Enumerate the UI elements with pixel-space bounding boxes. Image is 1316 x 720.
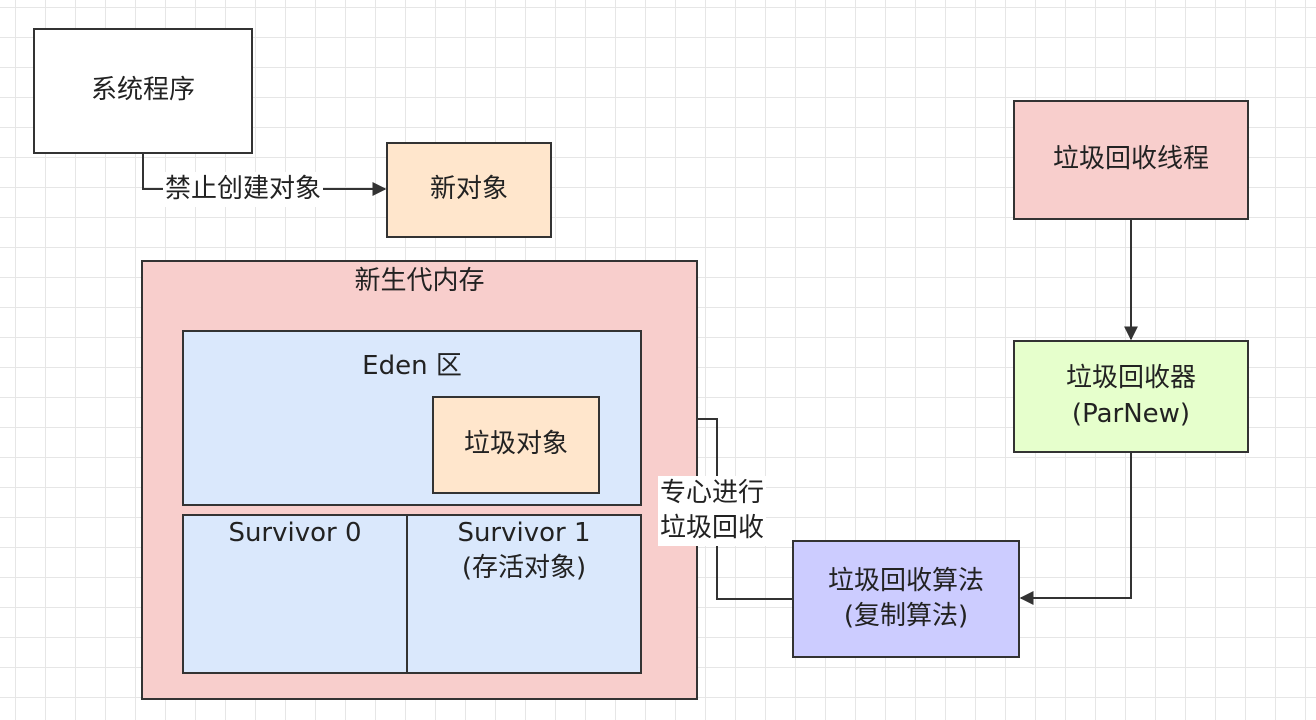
survivor1-label: Survivor 1 (存活对象): [457, 518, 591, 584]
dedicated-edge-label: 专心进行 垃圾回收: [658, 476, 767, 547]
algorithm-node: 垃圾回收算法 (复制算法): [792, 540, 1020, 658]
collector-label: 垃圾回收器 (ParNew): [1065, 363, 1196, 429]
gc-thread-label: 垃圾回收线程: [1052, 144, 1209, 175]
survivor0-region: Survivor 0: [182, 514, 408, 674]
eden-label: Eden 区: [362, 351, 462, 381]
new-object-label: 新对象: [429, 174, 508, 205]
system-program-label: 系统程序: [90, 75, 195, 106]
garbage-object-node: 垃圾对象: [432, 396, 600, 494]
edge-collector-to-algorithm: [1019, 452, 1132, 605]
forbid-edge-label: 禁止创建对象: [163, 172, 324, 208]
new-object-node: 新对象: [386, 142, 552, 238]
collector-node: 垃圾回收器 (ParNew): [1013, 340, 1249, 453]
system-program-node: 系统程序: [33, 28, 253, 154]
gc-thread-node: 垃圾回收线程: [1013, 100, 1249, 220]
young-gen-label: 新生代内存: [354, 266, 485, 296]
survivor0-label: Survivor 0: [228, 518, 362, 548]
algorithm-label: 垃圾回收算法 (复制算法): [827, 565, 984, 631]
survivor1-region: Survivor 1 (存活对象): [406, 514, 642, 674]
garbage-object-label: 垃圾对象: [463, 429, 568, 460]
